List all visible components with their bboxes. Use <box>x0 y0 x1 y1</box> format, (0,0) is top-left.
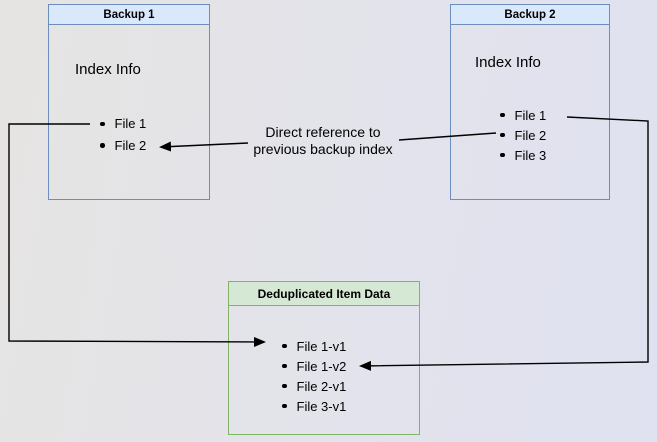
list-item: File 1-v2 <box>282 356 346 376</box>
list-item: File 2-v1 <box>282 376 346 396</box>
bullet-icon <box>282 403 287 409</box>
bullet-icon <box>500 112 505 118</box>
direct-reference-annotation: Direct reference to previous backup inde… <box>233 124 413 158</box>
list-item: File 1 <box>500 105 546 125</box>
backup1-header: Backup 1 <box>49 5 209 25</box>
list-item-label: File 2 <box>514 127 547 143</box>
list-item-label: File 1-v1 <box>296 338 347 354</box>
bullet-icon <box>100 143 105 148</box>
list-item: File 3 <box>500 145 546 165</box>
bullet-icon <box>282 383 287 389</box>
list-item-label: File 2 <box>114 137 147 153</box>
list-item-label: File 1 <box>114 116 147 132</box>
list-item-label: File 1 <box>514 107 547 123</box>
dedup-header: Deduplicated Item Data <box>229 282 419 306</box>
backup2-header: Backup 2 <box>451 5 609 25</box>
list-item: File 2 <box>500 125 546 145</box>
list-item: File 1 <box>100 113 146 135</box>
list-item-label: File 2-v1 <box>296 378 347 394</box>
list-item: File 2 <box>100 135 146 157</box>
bullet-icon <box>100 121 105 126</box>
list-item-label: File 3-v1 <box>296 398 347 414</box>
bullet-icon <box>282 363 287 369</box>
backup2-box: Backup 2 <box>450 4 610 200</box>
bullet-icon <box>282 343 287 349</box>
bullet-icon <box>500 152 505 158</box>
annotation-line2: previous backup index <box>253 141 393 157</box>
backup2-file-list: File 1 File 2 File 3 <box>500 105 546 165</box>
backup1-box: Backup 1 <box>48 4 210 200</box>
backup1-file-list: File 1 File 2 <box>100 113 146 156</box>
backup1-index-info-label: Index Info <box>75 61 141 78</box>
backup2-index-info-label: Index Info <box>475 54 541 71</box>
annotation-line1: Direct reference to <box>265 124 381 140</box>
bullet-icon <box>500 132 505 138</box>
list-item: File 3-v1 <box>282 396 346 416</box>
list-item: File 1-v1 <box>282 336 346 356</box>
dedup-file-list: File 1-v1 File 1-v2 File 2-v1 File 3-v1 <box>282 336 346 416</box>
list-item-label: File 3 <box>514 147 547 163</box>
list-item-label: File 1-v2 <box>296 358 347 374</box>
